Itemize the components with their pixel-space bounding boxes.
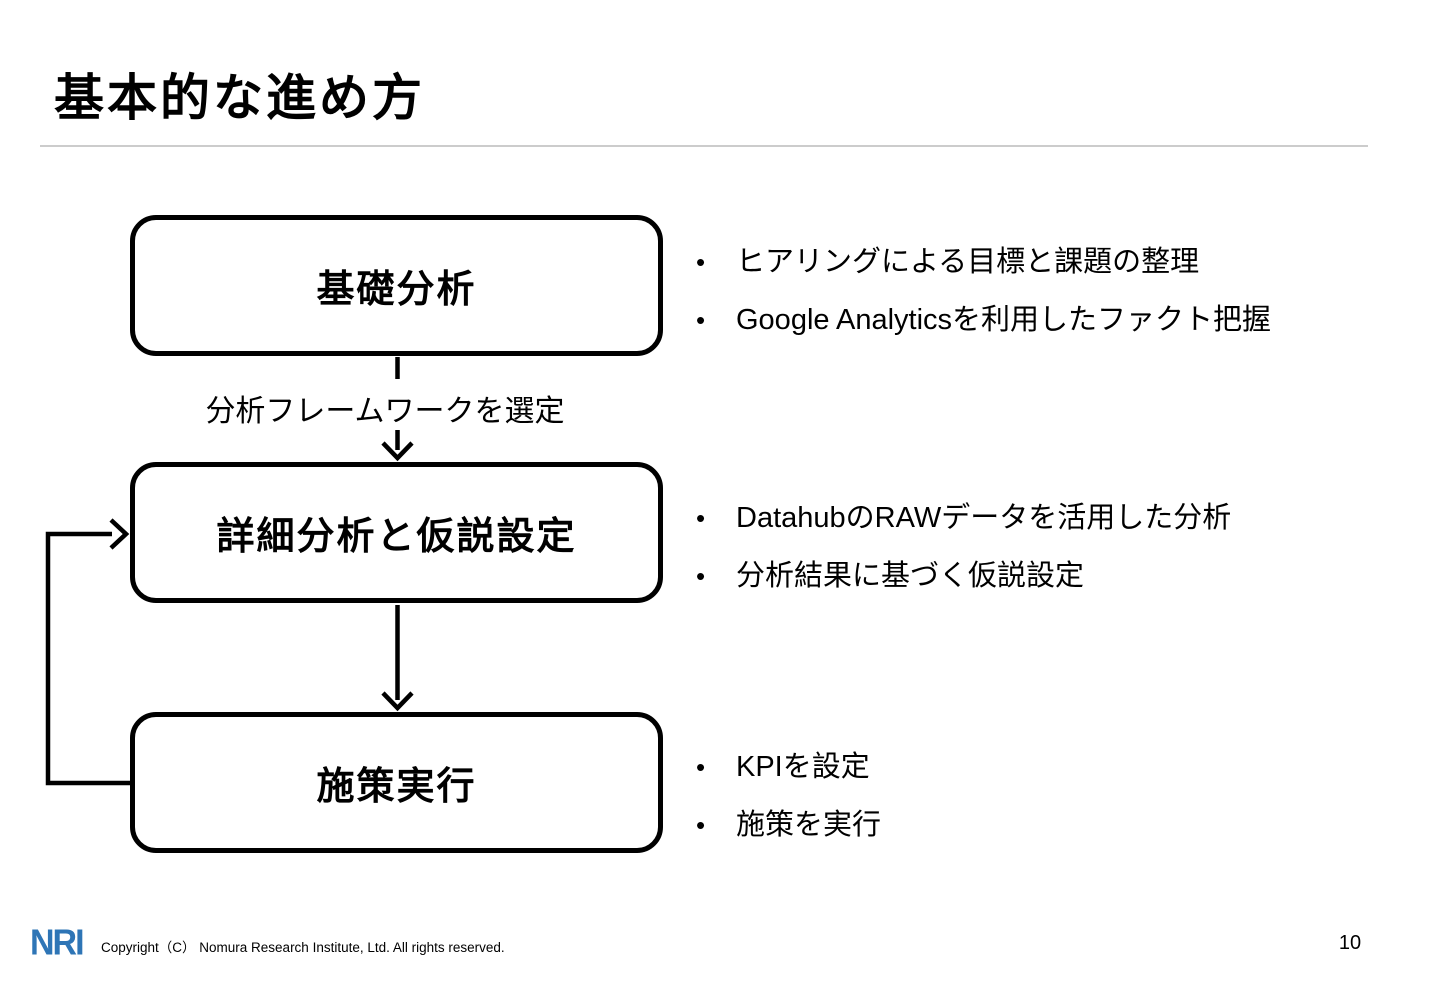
page-number: 10 (1338, 932, 1362, 954)
flow-step-detailed-analysis: 詳細分析と仮説設定 (130, 462, 663, 603)
bullet-icon: • (696, 752, 706, 782)
flow-step-basic-analysis: 基礎分析 (130, 215, 663, 356)
bullet-icon: • (696, 810, 706, 840)
list-item: • 施策を実行 (688, 805, 1403, 846)
flow-step-execute-measures: 施策実行 (130, 712, 663, 853)
bullet-text: KPIを設定 (736, 751, 870, 783)
bullet-text: 施策を実行 (736, 809, 882, 841)
bullet-text: Google Analyticsを利用したファクト把握 (736, 304, 1272, 336)
list-item: • Google Analyticsを利用したファクト把握 (688, 300, 1403, 341)
page-title: 基本的な進め方 (54, 70, 425, 126)
flow-step-label: 施策実行 (316, 766, 477, 808)
flow-step-label: 詳細分析と仮説設定 (216, 516, 577, 558)
bullet-text: DatahubのRAWデータを活用した分析 (736, 502, 1232, 534)
list-item: • KPIを設定 (688, 747, 1403, 788)
list-item: • DatahubのRAWデータを活用した分析 (688, 498, 1403, 539)
connector-label: 分析フレームワークを選定 (175, 386, 595, 430)
bullet-text: ヒアリングによる目標と課題の整理 (736, 246, 1200, 278)
list-item: • 分析結果に基づく仮説設定 (688, 556, 1403, 597)
bullet-icon: • (696, 561, 706, 591)
feedback-loop-line (45, 531, 133, 786)
copyright-text: Copyright（C） Nomura Research Institute, … (101, 940, 505, 955)
bullet-icon: • (696, 305, 706, 335)
arrowhead-down-step3 (381, 691, 414, 712)
list-item: • ヒアリングによる目標と課題の整理 (688, 242, 1403, 283)
bullet-icon: • (696, 503, 706, 533)
bullet-icon: • (696, 247, 706, 277)
bullet-group-execute-measures: • KPIを設定 • 施策を実行 (688, 747, 1403, 863)
arrowhead-down-step2 (381, 441, 414, 462)
nri-logo: NRI (30, 923, 85, 963)
bullet-text: 分析結果に基づく仮説設定 (736, 560, 1085, 592)
bullet-group-detailed-analysis: • DatahubのRAWデータを活用した分析 • 分析結果に基づく仮説設定 (688, 498, 1403, 614)
flow-step-label: 基礎分析 (316, 269, 477, 311)
arrowhead-right-step2 (109, 518, 130, 550)
bullet-group-basic-analysis: • ヒアリングによる目標と課題の整理 • Google Analyticsを利用… (688, 242, 1403, 358)
title-divider (40, 145, 1368, 147)
